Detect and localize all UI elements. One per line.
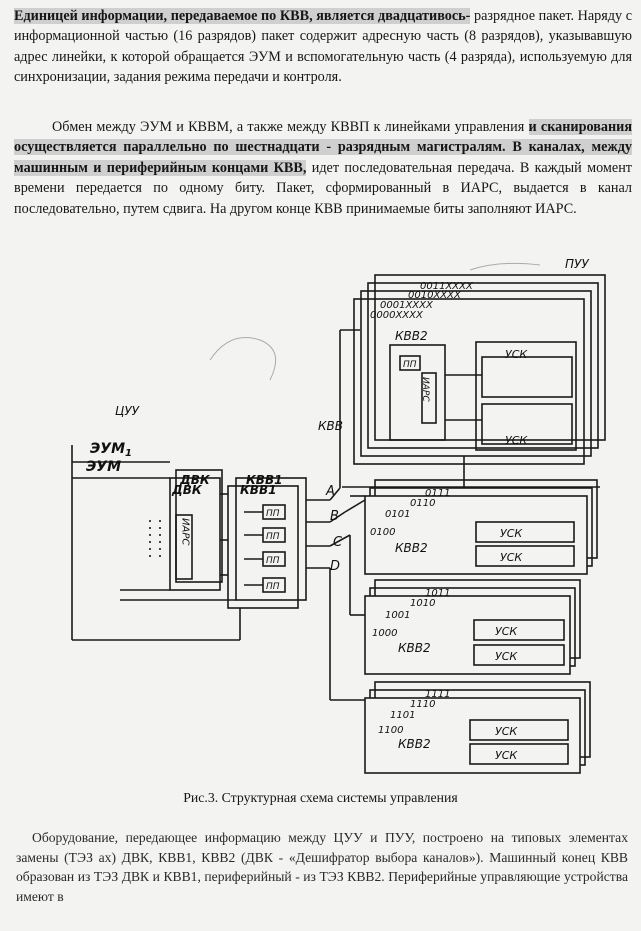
group3-address-3: 1111 [425,689,450,700]
group1-usk-1: УСК [500,527,523,540]
paragraph-exchange-lead: Обмен между ЭУМ и КВВМ, а также между КВ… [52,119,525,135]
channel-d-label: D [330,559,340,574]
group3-usk-1: УСК [495,725,518,738]
puu-label: ПУУ [565,257,589,271]
group2-usk-1: УСК [495,625,518,638]
dvk-iars-label: ИАРС [180,518,191,545]
group1-kvv2-label: КВВ2 [395,541,428,555]
group1-address-1: 0101 [385,509,410,520]
dvk-label: ДВК [179,473,211,487]
kvv-label: КВВ [318,419,343,433]
group3-address-1: 1101 [390,710,415,721]
kvv1-label: КВВ1 [246,473,282,487]
group0-address-0: 0000XXXX [370,310,424,321]
group0-address-2: 0010XXXX [408,290,462,301]
group1-address-2: 0110 [410,498,435,509]
group1-usk-2: УСК [500,551,523,564]
channel-c-label: C [333,535,343,550]
evm1-label: ЭУМ1 [90,441,132,459]
group3-usk-2: УСК [495,749,518,762]
group0-address-1: 0001XXXX [380,300,434,311]
group1-address-0: 0100 [370,527,395,538]
group3-address-2: 1110 [410,699,435,710]
channel-a-label: A [325,484,335,499]
kvv1-pp-4: ПП [266,582,280,592]
paragraph-exchange-text: идет последовательная передача. В каждый… [14,159,632,217]
paragraph-packet-format: Единицей информации, передаваемое по КВВ… [14,6,632,88]
paragraph-exchange: Обмен между ЭУМ и КВВМ, а также между КВ… [14,117,633,219]
dvk-label-back: ДВК [171,483,203,497]
group0-iars-label: ИАРС [420,377,430,402]
group3-kvv2-label: КВВ2 [398,737,431,751]
paragraph-equipment: Оборудование, передающее информацию межд… [16,830,628,904]
group0-usk-1: УСК [505,348,528,361]
paragraph-packet-format-highlight: Единицей информации, передаваемое по КВВ… [14,8,471,24]
group3-address-0: 1100 [378,725,403,736]
group2-kvv2-label: КВВ2 [398,641,431,655]
cuu-label: ЦУУ [115,404,140,418]
kvv1-pp-1: ПП [266,509,280,519]
kvv1-pp-3: ПП [266,556,280,566]
group2-usk-2: УСК [495,650,518,663]
group2-address-2: 1010 [410,598,435,609]
group2-address-0: 1000 [372,628,397,639]
channel-b-label: B [330,509,339,524]
group2-address-1: 1001 [385,610,410,621]
group0-address-3: 0011XXXX [420,281,474,292]
group0-pp-label: ПП [403,360,417,370]
group2-address-3: 1011 [425,588,450,599]
paragraph-packet-format-text: разрядное пакет. Наряду с информационной… [14,8,633,86]
figure-caption: Рис.3. Структурная схема системы управле… [183,790,458,805]
group0-kvv2-label: КВВ2 [395,329,428,343]
control-system-diagram: ЦУУ ПУУ ЭУМ1 ЭУМ КВВ ДВК ДВК КВВ1 КВВ1 И… [71,257,606,774]
group1-address-3: 0111 [425,488,450,499]
kvv1-pp-2: ПП [266,532,280,542]
kvv1-label-back: КВВ1 [240,483,276,497]
group0-usk-2: УСК [505,434,528,447]
evm2-label: ЭУМ [86,459,121,475]
